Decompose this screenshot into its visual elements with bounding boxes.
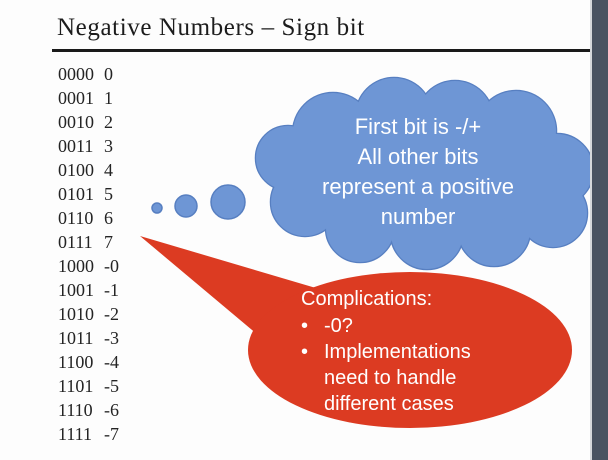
sign-bit-table: 0000 0 0001 1 0010 2 0011 3 0100 4 0101 … xyxy=(58,62,134,446)
decimal-value: -1 xyxy=(104,280,119,300)
thought-dot-medium xyxy=(174,194,198,218)
decimal-value: -6 xyxy=(104,400,119,420)
thought-cloud-line: First bit is -/+ xyxy=(354,114,482,139)
table-row: 0110 6 xyxy=(58,206,134,230)
video-ui-right-bar xyxy=(590,0,608,460)
complications-bullets: • -0? • Implementations need to handle d… xyxy=(301,313,531,417)
decimal-value: -5 xyxy=(104,376,119,396)
binary-value: 0100 xyxy=(58,160,94,180)
decimal-value: 2 xyxy=(104,112,113,132)
binary-value: 1011 xyxy=(58,328,94,348)
binary-value: 0110 xyxy=(58,208,94,228)
speech-callout-text: Complications: • -0? • Implementations n… xyxy=(301,286,531,417)
bullet-text: -0? xyxy=(324,315,353,337)
binary-value: 0101 xyxy=(58,184,94,204)
binary-value: 1000 xyxy=(58,256,94,276)
table-row: 0100 4 xyxy=(58,158,134,182)
table-row: 1100 -4 xyxy=(58,350,134,374)
page-title: Negative Numbers – Sign bit xyxy=(57,14,365,41)
table-row: 1001 -1 xyxy=(58,278,134,302)
decimal-value: 4 xyxy=(104,160,113,180)
decimal-value: 3 xyxy=(104,136,113,156)
decimal-value: 5 xyxy=(104,184,113,204)
binary-value: 1110 xyxy=(58,400,93,420)
decimal-value: -3 xyxy=(104,328,119,348)
thought-dot-small xyxy=(151,202,163,214)
binary-value: 0001 xyxy=(58,88,94,108)
table-row: 0011 3 xyxy=(58,134,134,158)
decimal-value: 6 xyxy=(104,208,113,228)
binary-value: 1101 xyxy=(58,376,94,396)
thought-cloud-text: First bit is -/+ All other bits represen… xyxy=(268,112,568,232)
thought-cloud-line: All other bits xyxy=(357,144,479,169)
thought-cloud-line: number xyxy=(380,204,456,229)
binary-value: 0000 xyxy=(58,64,94,84)
bullet-glyph: • xyxy=(301,315,309,337)
bullet-glyph: • xyxy=(301,341,309,363)
complications-heading: Complications: xyxy=(301,288,433,310)
decimal-value: -0 xyxy=(104,256,119,276)
bullet-item: • -0? xyxy=(301,313,531,339)
table-row: 0000 0 xyxy=(58,62,134,86)
binary-value: 1010 xyxy=(58,304,94,324)
table-row: 1101 -5 xyxy=(58,374,134,398)
thought-dot-large xyxy=(210,184,246,220)
binary-value: 1111 xyxy=(58,424,92,444)
decimal-value: -7 xyxy=(104,424,119,444)
table-row: 0001 1 xyxy=(58,86,134,110)
decimal-value: 0 xyxy=(104,64,113,84)
table-row: 0111 7 xyxy=(58,230,134,254)
speech-callout-ellipse xyxy=(248,272,572,428)
table-row: 1011 -3 xyxy=(58,326,134,350)
bullet-text: Implementations need to handle different… xyxy=(324,341,471,415)
decimal-value: 7 xyxy=(104,232,113,252)
table-row: 0010 2 xyxy=(58,110,134,134)
thought-cloud xyxy=(256,78,593,269)
binary-value: 0010 xyxy=(58,112,94,132)
decimal-value: -2 xyxy=(104,304,119,324)
title-underline xyxy=(52,49,592,52)
decimal-value: 1 xyxy=(104,88,113,108)
table-row: 1110 -6 xyxy=(58,398,134,422)
bullet-item: • Implementations need to handle differe… xyxy=(301,339,531,417)
decimal-value: -4 xyxy=(104,352,119,372)
thought-cloud-line: represent a positive xyxy=(322,174,514,199)
binary-value: 0111 xyxy=(58,232,93,252)
binary-value: 0011 xyxy=(58,136,94,156)
binary-value: 1100 xyxy=(58,352,94,372)
table-row: 0101 5 xyxy=(58,182,134,206)
table-row: 1000 -0 xyxy=(58,254,134,278)
table-row: 1010 -2 xyxy=(58,302,134,326)
table-row: 1111 -7 xyxy=(58,422,134,446)
binary-value: 1001 xyxy=(58,280,94,300)
